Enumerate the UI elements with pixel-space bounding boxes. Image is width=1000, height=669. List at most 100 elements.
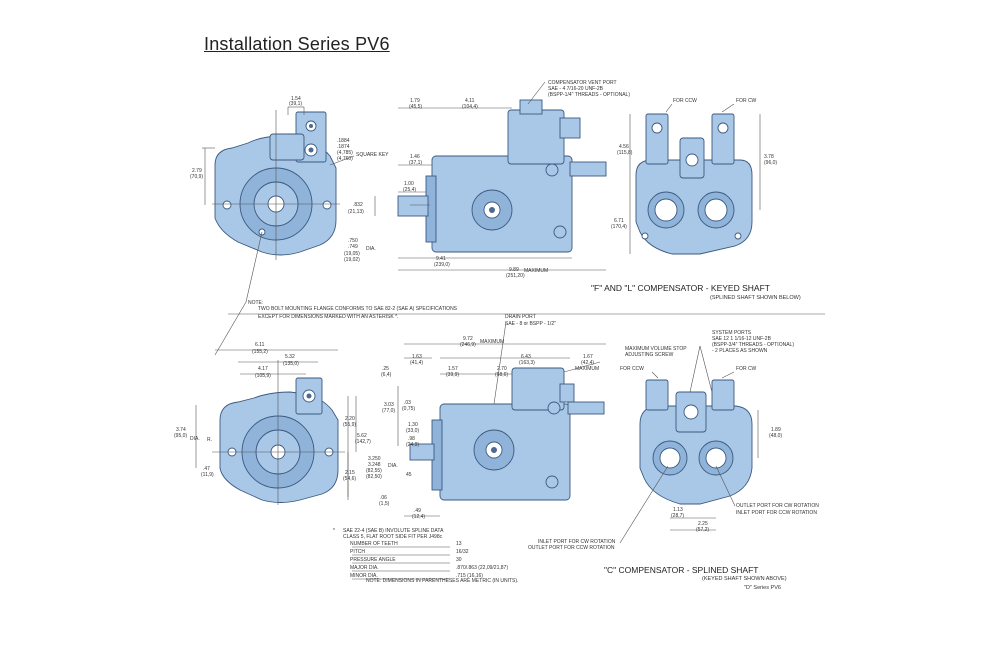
spline-row-value: .870/.863 (22,09/21,87): [456, 565, 508, 571]
spline-row-label: MINOR DIA.: [350, 573, 378, 579]
inlet-cw-label: INLET PORT FOR CW ROTATION: [538, 539, 616, 545]
square-key-label: SQUARE KEY: [356, 152, 389, 158]
dim-bot-7: .47: [203, 466, 210, 472]
dim-top-2: 2.79: [192, 168, 202, 174]
dim-bot-21: .06: [380, 495, 387, 501]
keyed-caption: "F" AND "L" COMPENSATOR - KEYED SHAFT: [591, 283, 770, 293]
dim-top-12-metric: (115,8): [617, 150, 633, 156]
dim-top-7-metric: (25,4): [403, 187, 416, 193]
dim-top-9a: .750: [348, 238, 358, 244]
spline-row-label: PITCH: [350, 549, 365, 555]
note-line2: EXCEPT FOR DIMENSIONS MARKED WITH AN AST…: [258, 314, 399, 320]
dim-bot-19: .98: [408, 436, 415, 442]
dim-bot-2: 5.32: [285, 354, 295, 360]
dim-bot-26: 45: [406, 472, 412, 478]
dim-top-6: 1.46: [410, 154, 420, 160]
dim-bot-3: 4.17: [258, 366, 268, 372]
dim-top-2-metric: (70,9): [190, 174, 203, 180]
dim-bot-17: .03: [404, 400, 411, 406]
page-title: Installation Series PV6: [204, 34, 390, 54]
dia-label-top: DIA.: [366, 246, 376, 252]
dim-bot-8: 2.15: [345, 470, 355, 476]
bottom-rear-view: FOR CCW FOR CW SYSTEM PORTS SAE 12 1 1/1…: [528, 330, 819, 551]
dim-bot-25: 2.25: [698, 521, 708, 527]
comp-vent-line1: COMPENSATOR VENT PORT: [548, 80, 617, 86]
dia-label-bot: DIA.: [388, 463, 398, 469]
dim-top-13-metric: (170,4): [611, 224, 627, 230]
dim-bot-6: 5.62: [357, 433, 367, 439]
dim-bot-5-metric: (55,9): [343, 422, 356, 428]
dim-top-8-metric: (21,13): [348, 209, 364, 215]
dim-bot-24: 1.13: [673, 507, 683, 513]
series-label: "D" Series PV6: [744, 585, 781, 591]
for-cw-top-label: FOR CW: [736, 98, 757, 104]
dim-top-4: 1.79: [410, 98, 420, 104]
dim-bot-22: .49: [414, 508, 421, 514]
dim-bot-15: 2.70: [497, 366, 507, 372]
sys-line3: (BSPP-3/4" THREADS - OPTIONAL): [712, 342, 794, 348]
sys-line4: - 2 PLACES AS SHOWN: [712, 348, 768, 354]
spline-row-label: NUMBER OF TEETH: [350, 541, 398, 547]
max-vol-line2: ADJUSTING SCREW: [625, 352, 674, 358]
dim-bot-13-metric: (6,4): [381, 372, 392, 378]
spline-head2: CLASS 5, FLAT ROOT SIDE FIT PER J498c: [343, 534, 443, 540]
dim-bot-8-metric: (54,6): [343, 476, 356, 482]
top-front-view: 1.54 (39,1) 2.79 (70,9) .1884 .1874 (4,7…: [190, 96, 389, 260]
dim-bot-19-metric: (24,9): [406, 442, 419, 448]
dim-top-3-metric-b: (4,760): [337, 156, 353, 162]
dim-top-12: 4.56: [619, 144, 629, 150]
r-label: R.: [207, 437, 212, 443]
dim-top-10-metric: (239,0): [434, 262, 450, 268]
dim-top-10: 9.41: [436, 256, 446, 262]
dim-bot-3-metric: (105,9): [255, 373, 271, 379]
dim-bot-21-metric: (1,5): [379, 501, 390, 507]
dim-bot-20a: 3.250: [368, 456, 381, 462]
dim-top-11-metric: (251,20): [506, 273, 525, 279]
dim-bot-9-metric: (246,9): [460, 342, 476, 348]
dim-bot-12: 1.67: [583, 354, 593, 360]
sys-line2: SAE 12 1 1/16-12 UNF-2B: [712, 336, 772, 342]
dim-bot-15-metric: (68,6): [495, 372, 508, 378]
splined-subcaption: (KEYED SHAFT SHOWN ABOVE): [702, 576, 787, 582]
spline-row-value: 16/32: [456, 549, 469, 555]
top-side-view: 1.79 (45,5) 4.11 (104,4) 1.46 (37,1) 1.0…: [344, 80, 630, 279]
spline-row-value: 13: [456, 541, 462, 547]
dim-bot-11-metric: (163,3): [519, 360, 535, 366]
dim-bot-4-metric: (95,0): [174, 433, 187, 439]
spline-row-label: PRESSURE ANGLE: [350, 557, 396, 563]
dim-bot-20b: 3.248: [368, 462, 381, 468]
dim-bot-13: .25: [382, 366, 389, 372]
drain-line2: SAE - 8 or BSPP - 1/2": [505, 321, 556, 327]
outlet-ccw-label: OUTLET PORT FOR CCW ROTATION: [528, 545, 615, 551]
dim-top-7: 1.00: [404, 181, 414, 187]
metric-note: NOTE: DIMENSIONS IN PARENTHESES ARE METR…: [366, 578, 518, 584]
for-ccw-bot-label: FOR CCW: [620, 366, 644, 372]
dim-top-3a: .1884: [337, 138, 350, 144]
dim-top-1: 1.54: [291, 96, 301, 102]
dim-bot-22-metric: (12,4): [412, 514, 425, 520]
max-vol-line1: MAXIMUM VOLUME STOP: [625, 346, 687, 352]
comp-vent-line3: (BSPP-1/4" THREADS - OPTIONAL): [548, 92, 630, 98]
dia-small-label: DIA.: [190, 436, 200, 442]
dim-top-14: 3.78: [764, 154, 774, 160]
dim-bot-14: 1.57: [448, 366, 458, 372]
dim-top-3-metric-a: (4,785): [337, 150, 353, 156]
dim-top-14-metric: (96,0): [764, 160, 777, 166]
dim-bot-25-metric: (57,2): [696, 527, 709, 533]
dim-top-4-metric: (45,5): [409, 104, 422, 110]
outlet-cw-label: OUTLET PORT FOR CW ROTATION: [736, 503, 819, 509]
note-label: NOTE:: [248, 300, 263, 306]
bottom-front-view: 6.11 (155,2) 5.32 (135,0) 4.17 (105,9) 3…: [174, 342, 371, 505]
dim-bot-16-metric: (77,0): [382, 408, 395, 414]
keyed-subcaption: (SPLINED SHAFT SHOWN BELOW): [710, 295, 801, 301]
dim-bot-17-metric: (0,75): [402, 406, 415, 412]
bottom-side-view: 9.72 (246,9) MAXIMUM 1.63 (41,4) 6.43 (1…: [366, 314, 606, 520]
dim-bot-5: 2.20: [345, 416, 355, 422]
spline-row-value: .715 (16,16): [456, 573, 483, 579]
svg-text:*: *: [333, 528, 335, 534]
spline-row-label: MAJOR DIA.: [350, 565, 379, 571]
dim-top-9-metric-a: (19,05): [344, 251, 360, 257]
dim-bot-20-metric-a: (82,55): [366, 468, 382, 474]
dim-bot-1-metric: (155,2): [252, 349, 268, 355]
